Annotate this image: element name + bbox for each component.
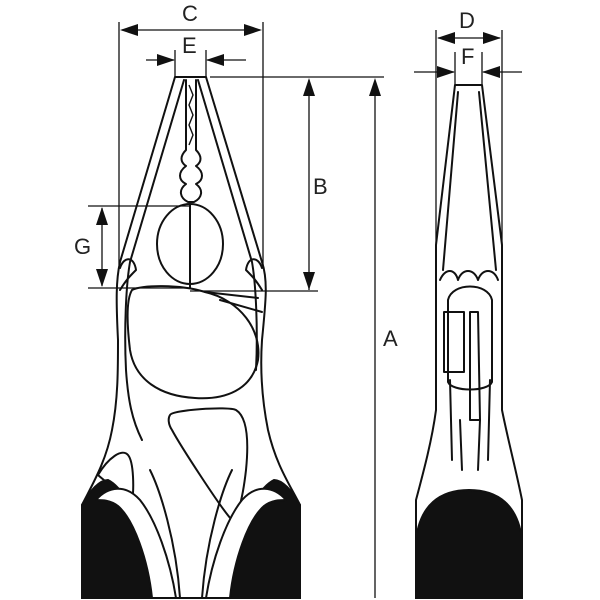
serrated-grip-texture [188, 84, 194, 146]
dim-e-arrow-right [206, 54, 224, 66]
jaw-inner-right [197, 79, 258, 371]
label-a: A [383, 326, 398, 351]
handle-center-lines [149, 469, 233, 599]
side-grip [415, 488, 523, 599]
dim-a-arrow-top [369, 78, 381, 96]
dim-b-arrow-top [303, 78, 315, 96]
serrated-grip [179, 79, 203, 203]
pivot-body [126, 285, 260, 400]
label-g: G [74, 234, 91, 259]
side-joint [447, 285, 493, 391]
dim-d-arrow-right [483, 32, 501, 44]
cutter-right [245, 258, 263, 291]
dimension-lines [88, 22, 522, 598]
label-b: B [313, 174, 328, 199]
dim-b-arrow-bottom [303, 272, 315, 290]
side-inner-left [442, 91, 459, 271]
pliers-front-view [81, 76, 301, 599]
dim-c-arrow-right [244, 24, 262, 36]
dimension-labels: A B C D E F G [74, 1, 475, 351]
dim-e-arrow-left [157, 54, 175, 66]
label-d: D [459, 8, 475, 33]
cutter-left [119, 258, 137, 291]
side-inner-right [478, 91, 497, 271]
handle-sleeve-right [205, 487, 287, 599]
handle-window [167, 407, 249, 521]
dim-c-arrow-left [120, 24, 138, 36]
pliers-side-view [415, 84, 523, 599]
handle-sleeve-left [95, 487, 177, 599]
dim-f-arrow-right [482, 66, 500, 78]
label-f: F [461, 44, 474, 69]
dim-f-arrow-left [437, 66, 455, 78]
dim-g-arrow-top [96, 207, 108, 225]
dim-g-arrow-bottom [96, 269, 108, 287]
pivot-spring [204, 291, 263, 313]
side-handle-lines [449, 379, 491, 471]
side-cutter [439, 270, 499, 281]
label-e: E [182, 33, 197, 58]
label-c: C [182, 1, 198, 26]
side-handle-slot [443, 311, 481, 421]
dim-d-arrow-left [437, 32, 455, 44]
